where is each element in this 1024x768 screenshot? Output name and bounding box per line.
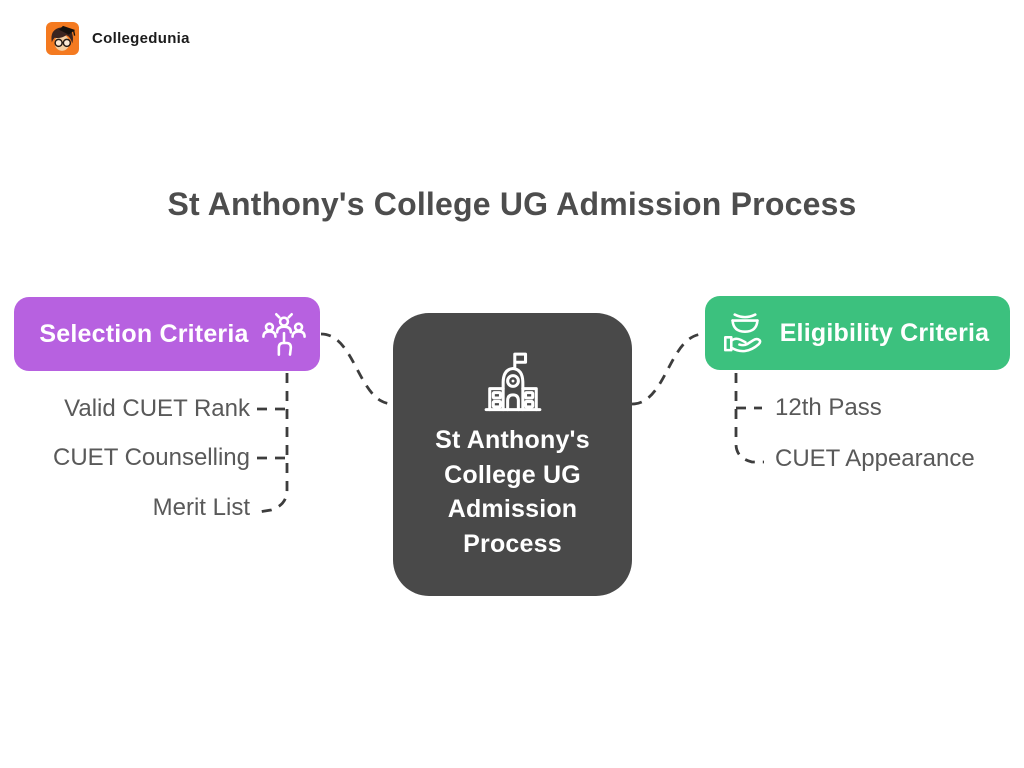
admission-process-label: St Anthony's College UG Admission Proces… xyxy=(435,426,590,558)
page-title: St Anthony's College UG Admission Proces… xyxy=(167,186,857,222)
connector-right-curve xyxy=(631,332,705,406)
leaf-valid-cuet-rank: Valid CUET Rank xyxy=(64,395,250,422)
brand-logo[interactable]: Collegedunia xyxy=(46,22,190,55)
leaf-12th-pass: 12th Pass xyxy=(775,394,882,421)
leaf-merit-list: Merit List xyxy=(152,494,250,521)
node-eligibility-criteria: Eligibility Criteria xyxy=(705,296,1010,370)
node-selection-criteria: Selection Criteria xyxy=(14,297,320,371)
node-admission-process: St Anthony's College UG Admission Proces… xyxy=(393,313,632,596)
leaf-cuet-counselling: CUET Counselling xyxy=(53,444,250,471)
connector-right-vertical xyxy=(734,373,764,464)
candidate-selection-icon xyxy=(260,309,308,359)
leaf-cuet-appearance: CUET Appearance xyxy=(775,445,975,472)
connector-left-vertical xyxy=(258,373,289,514)
college-building-icon xyxy=(484,352,541,412)
eligibility-criteria-label: Eligibility Criteria xyxy=(779,318,990,347)
hand-holding-bowl-icon xyxy=(721,308,769,358)
collegedunia-mascot-icon xyxy=(46,22,79,55)
connector-left-curve xyxy=(320,332,394,406)
brand-name: Collegedunia xyxy=(92,30,190,47)
selection-criteria-label: Selection Criteria xyxy=(39,319,249,348)
